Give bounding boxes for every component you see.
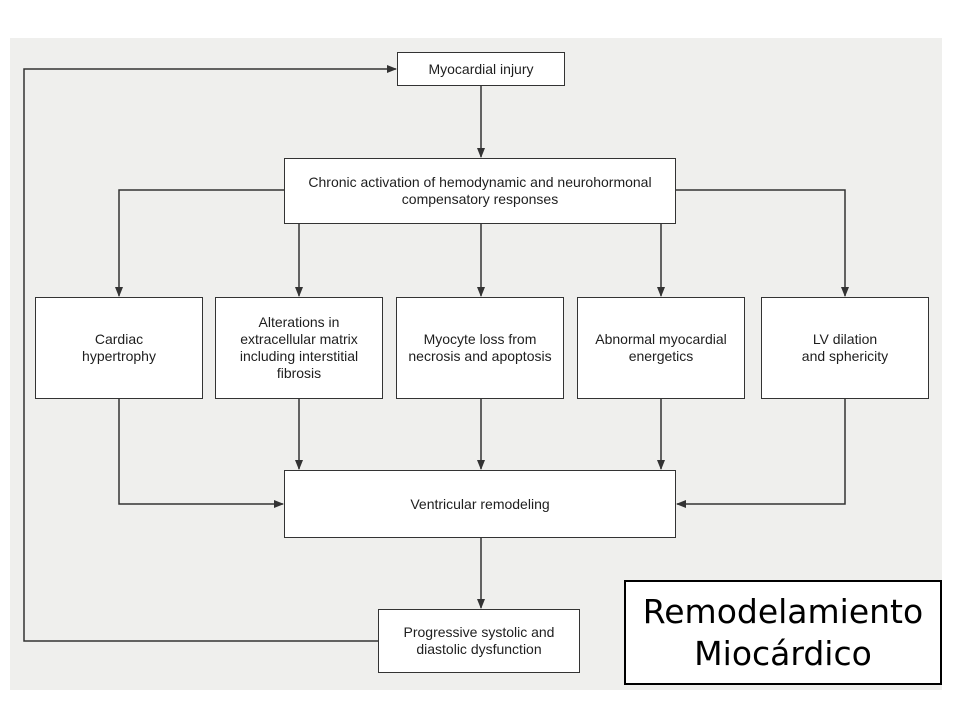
- node-myocyte-loss: Myocyte loss from necrosis and apoptosis: [396, 297, 564, 399]
- node-cardiac-hypertrophy: Cardiac hypertrophy: [35, 297, 203, 399]
- node-ventricular-remodeling: Ventricular remodeling: [284, 470, 676, 538]
- node-myocardial-injury: Myocardial injury: [397, 52, 565, 86]
- node-progressive-dysfunction: Progressive systolic and diastolic dysfu…: [378, 609, 580, 673]
- arrow-activation-to-hypertrophy: [115, 189, 284, 297]
- arrow-dilation-to-remodeling: [676, 399, 846, 508]
- arrow-hypertrophy-to-remodeling: [118, 399, 284, 508]
- node-compensatory-activation: Chronic activation of hemodynamic and ne…: [284, 158, 676, 224]
- caption-box: Remodelamiento Miocárdico: [624, 580, 942, 685]
- arrow-dysfunction-to-injury: [23, 65, 397, 642]
- node-myocardial-energetics: Abnormal myocardial energetics: [577, 297, 745, 399]
- node-extracellular-matrix: Alterations in extracellular matrix incl…: [215, 297, 383, 399]
- node-lv-dilation: LV dilation and sphericity: [761, 297, 929, 399]
- arrow-activation-to-dilation: [676, 189, 849, 297]
